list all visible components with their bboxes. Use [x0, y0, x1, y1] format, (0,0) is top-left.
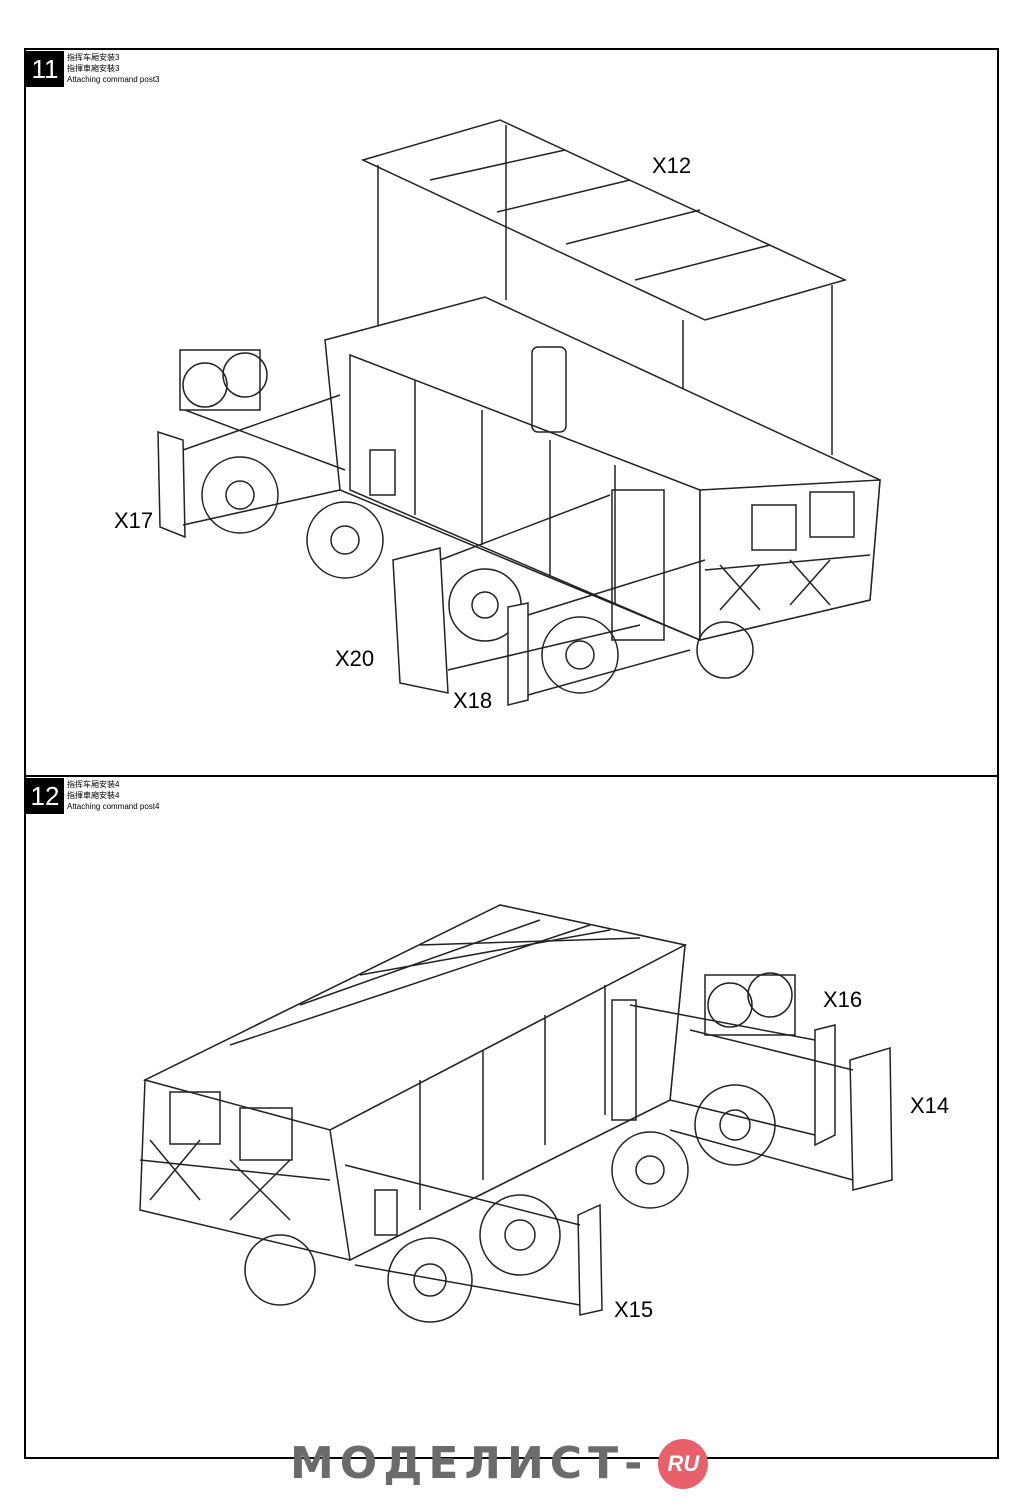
step-11-caption: 指挥车厢安装3 指揮車廂安裝3 Attaching command post3: [67, 52, 160, 85]
step-12-illustration: [139, 904, 893, 1323]
caption-cn-traditional: 指揮車廂安裝3: [67, 64, 120, 73]
panel-x14: [849, 1046, 893, 1191]
caption-cn-simplified: 指挥车厢安装4: [67, 780, 120, 789]
panel-x17: [157, 430, 186, 539]
watermark-ru-badge: RU: [658, 1439, 709, 1489]
part-label-x14: X14: [910, 1093, 950, 1118]
panel-x16: [814, 1024, 836, 1147]
watermark-text: МОДЕЛИСТ-: [290, 1438, 649, 1489]
step-divider: [24, 775, 997, 777]
part-label-x20: X20: [335, 646, 375, 671]
caption-cn-simplified: 指挥车厢安装3: [67, 53, 120, 62]
watermark: МОДЕЛИСТ- RU: [290, 1438, 709, 1490]
step-11-illustration: [157, 119, 881, 706]
page-frame: [24, 48, 999, 1459]
caption-cn-traditional: 指揮車廂安裝4: [67, 791, 120, 800]
step-12-number: 12: [26, 778, 64, 814]
part-label-x17: X17: [114, 508, 154, 533]
step-12-caption: 指挥车厢安装4 指揮車廂安裝4 Attaching command post4: [67, 779, 160, 812]
part-label-x12: X12: [652, 153, 692, 178]
part-label-x18: X18: [453, 688, 493, 713]
caption-en: Attaching command post3: [67, 75, 160, 84]
panel-x15: [577, 1203, 603, 1316]
roof-panel-x12: [360, 119, 848, 321]
part-label-x15: X15: [614, 1297, 654, 1322]
step-11-number: 11: [26, 51, 64, 87]
caption-en: Attaching command post4: [67, 802, 160, 811]
part-label-x16: X16: [823, 987, 863, 1012]
panel-x20: [392, 547, 449, 694]
